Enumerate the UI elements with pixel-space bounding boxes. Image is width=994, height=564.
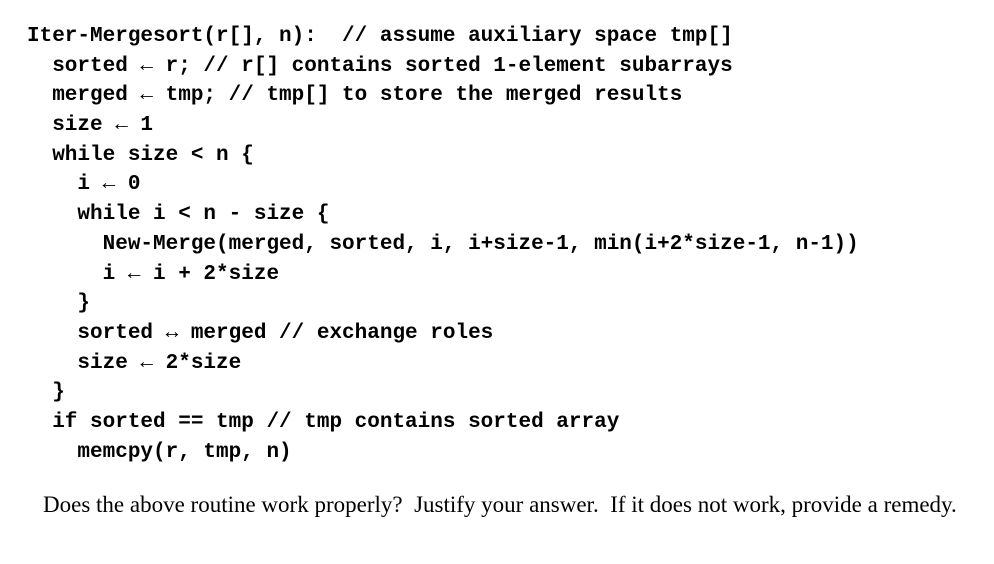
code-line: sorted ← r; // r[] contains sorted 1-ele… <box>27 54 733 78</box>
code-line: } <box>27 381 65 405</box>
code-line: New-Merge(merged, sorted, i, i+size-1, m… <box>27 232 859 256</box>
code-line: } <box>27 292 91 316</box>
code-line: if sorted == tmp // tmp contains sorted … <box>27 410 620 434</box>
code-line: i ← i + 2*size <box>27 262 280 286</box>
question-text: Does the above routine work properly? Ju… <box>43 492 957 517</box>
code-line: i ← 0 <box>27 173 141 197</box>
code-line: merged ← tmp; // tmp[] to store the merg… <box>27 84 683 108</box>
pseudocode-block: Iter-Mergesort(r[], n): // assume auxili… <box>27 22 859 467</box>
code-line: sorted ↔ merged // exchange roles <box>27 321 494 345</box>
code-line: while size < n { <box>27 143 254 167</box>
code-line: size ← 2*size <box>27 351 242 375</box>
code-line: while i < n - size { <box>27 203 330 227</box>
code-line: size ← 1 <box>27 114 154 138</box>
code-line: Iter-Mergesort(r[], n): // assume auxili… <box>27 25 733 48</box>
code-line: memcpy(r, tmp, n) <box>27 440 292 464</box>
